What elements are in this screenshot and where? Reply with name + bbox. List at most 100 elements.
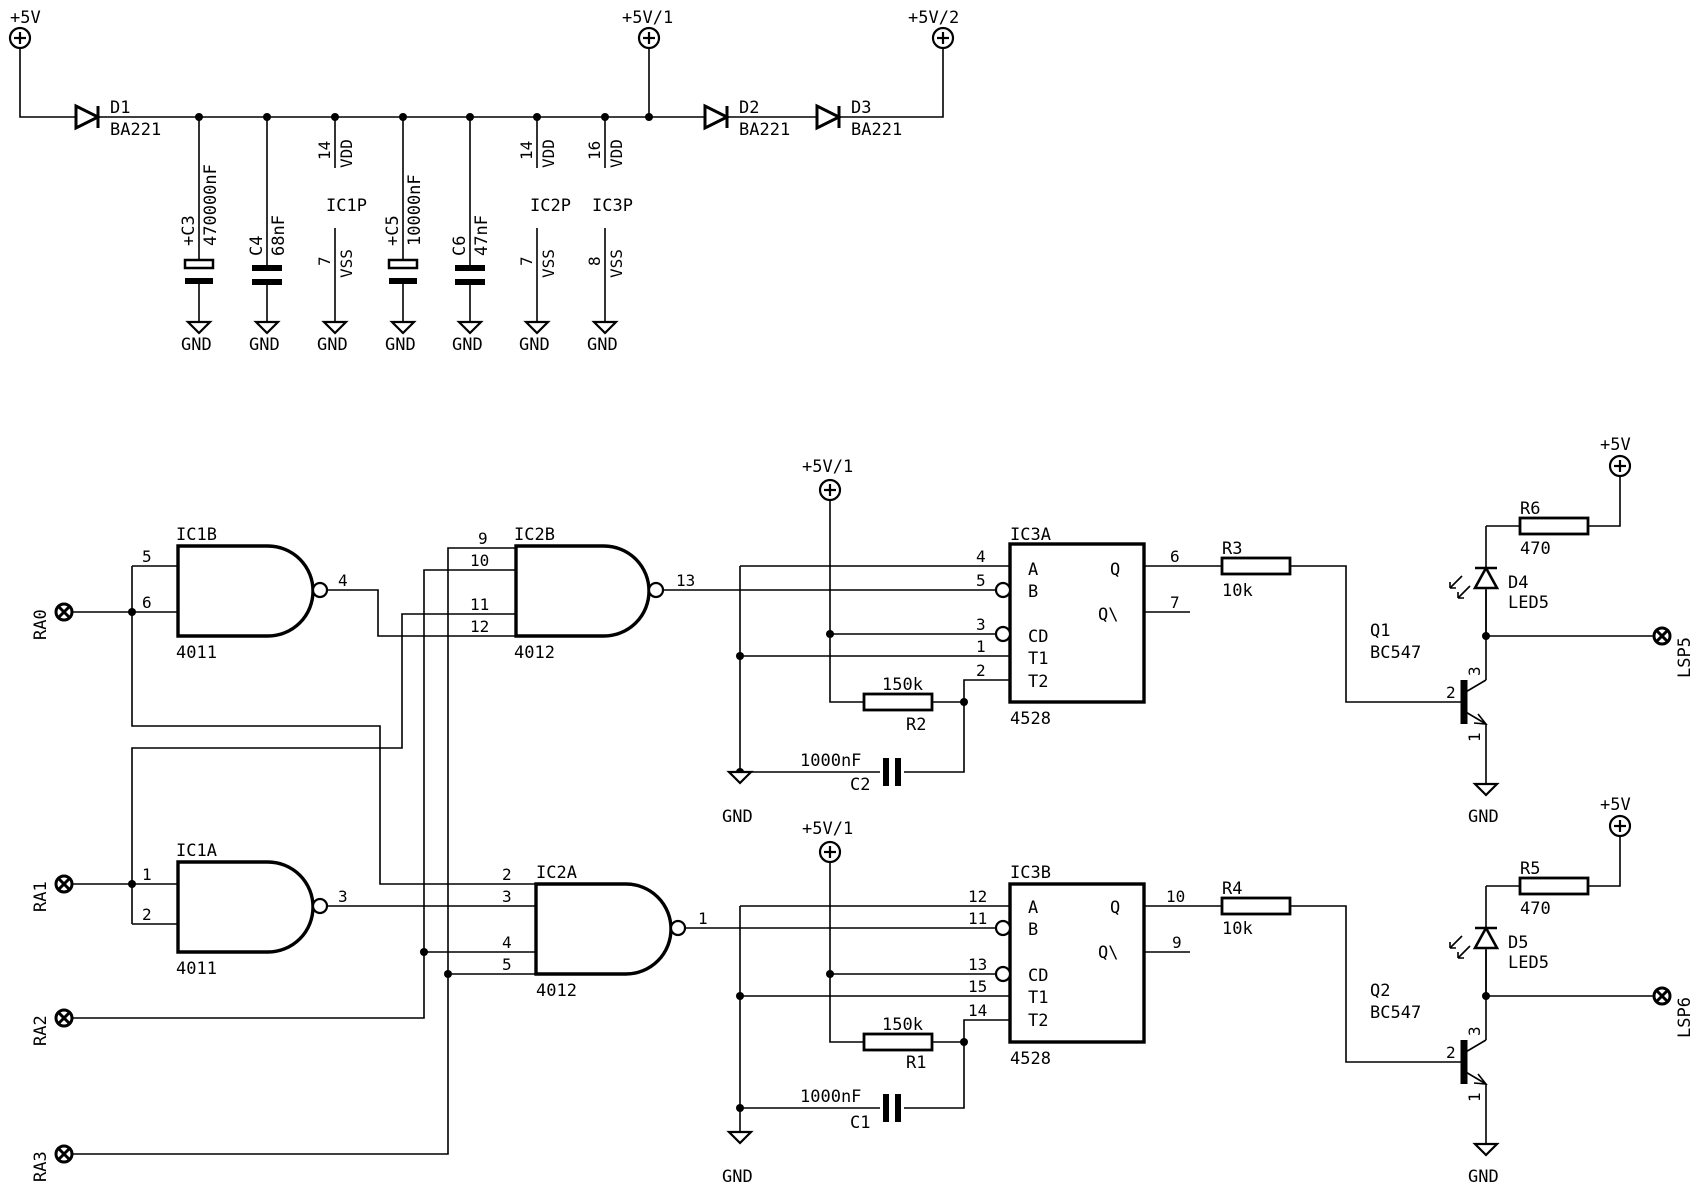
pin-number: 9 xyxy=(478,529,488,548)
terminal-ra0: RA0 xyxy=(31,602,74,640)
part-ref: C4 xyxy=(247,236,267,256)
pin-number: 2 xyxy=(502,865,512,884)
pin-name: VDD xyxy=(607,139,626,168)
gate-ic1a: IC1A 4011 1 2 3 xyxy=(142,841,348,979)
pin-name: B xyxy=(1028,920,1038,940)
terminal-label: LSP6 xyxy=(1675,997,1695,1038)
gate-ic2b: IC2B 4012 9 10 11 12 13 xyxy=(470,525,695,663)
pin-name: T1 xyxy=(1028,988,1048,1008)
gnd-label: GND xyxy=(452,335,483,355)
gate-part: 4012 xyxy=(514,643,555,663)
gnd-label: GND xyxy=(249,335,280,355)
terminal-label: RA2 xyxy=(31,1015,51,1046)
capacitor-c4: C4 68nF GND xyxy=(247,117,289,355)
ic-ref: IC3B xyxy=(1010,863,1051,883)
driver-q2: R4 10k Q2 BC547 2 3 1 GND D5 LED5 R5 470… xyxy=(1220,795,1695,1184)
ic1p-power-pins: 14 VDD IC1P 7 VSS GND xyxy=(315,117,367,355)
pin-number: 11 xyxy=(470,595,489,614)
rail-label: +5V/1 xyxy=(622,8,673,28)
ic2p-power-pins: 14 VDD IC2P 7 VSS GND xyxy=(517,117,571,355)
pin-number: 2 xyxy=(1446,1043,1456,1062)
gnd-label: GND xyxy=(1468,807,1499,827)
capacitor-c5: +C5 10000nF GND xyxy=(383,117,425,355)
monostable-ic3a: +5V/1 150k R2 1000nF C2 GND IC3A 4528 A … xyxy=(663,457,1222,827)
resistor-ref: R1 xyxy=(906,1053,926,1073)
part-ref: +C5 xyxy=(383,215,403,246)
pin-number: 10 xyxy=(470,551,489,570)
pin-number: 11 xyxy=(968,909,987,928)
gate-part: 4012 xyxy=(536,981,577,1001)
pin-number: 7 xyxy=(1170,593,1180,612)
pin-number: 4 xyxy=(502,933,512,952)
part-ref: D2 xyxy=(739,98,759,118)
resistor-value: 150k xyxy=(882,675,923,695)
pin-number: 5 xyxy=(976,571,986,590)
ic3p-power-pins: 16 VDD IC3P 8 VSS GND xyxy=(585,117,633,355)
resistor-ref: R3 xyxy=(1222,539,1242,559)
transistor-ref: Q1 xyxy=(1370,621,1390,641)
pin-number: 13 xyxy=(676,571,695,590)
gate-ref: IC2A xyxy=(536,863,577,883)
gate-ref: IC2B xyxy=(514,525,555,545)
pin-number: 1 xyxy=(1465,1092,1484,1102)
part-ref: IC2P xyxy=(530,196,571,216)
gnd-label: GND xyxy=(181,335,212,355)
gate-ic2a: IC2A 4012 2 3 4 5 1 xyxy=(502,863,708,1001)
part-ref: IC3P xyxy=(592,196,633,216)
led-ref: D5 xyxy=(1508,933,1528,953)
gate-ref: IC1A xyxy=(176,841,217,861)
cap-ref: C1 xyxy=(850,1113,870,1133)
part-value: 10000nF xyxy=(405,174,425,246)
pin-number: 5 xyxy=(142,547,152,566)
part-value: 68nF xyxy=(269,215,289,256)
cap-ref: C2 xyxy=(850,775,870,795)
capacitor-c6: C6 47nF GND xyxy=(450,117,492,355)
rail-label: +5V xyxy=(1600,795,1631,815)
pin-number: 4 xyxy=(976,547,986,566)
transistor-part: BC547 xyxy=(1370,643,1421,663)
rail-label: +5V xyxy=(10,8,41,28)
pin-name: Q\ xyxy=(1098,605,1118,625)
pin-name: VDD xyxy=(337,139,356,168)
input-terminals: RA0 RA1 RA2 RA3 xyxy=(31,602,74,1182)
diode-d1: D1 BA221 xyxy=(74,98,161,140)
pin-name: Q xyxy=(1110,560,1120,580)
ic-part: 4528 xyxy=(1010,709,1051,729)
pin-name: VDD xyxy=(539,139,558,168)
rail-label: +5V/1 xyxy=(802,457,853,477)
pin-name: A xyxy=(1028,560,1038,580)
part-ref: D1 xyxy=(110,98,130,118)
logic-wiring xyxy=(72,547,536,1155)
pin-name: T1 xyxy=(1028,649,1048,669)
led-part: LED5 xyxy=(1508,593,1549,613)
power-symbol-5v: +5V xyxy=(8,8,41,50)
pin-number: 2 xyxy=(976,661,986,680)
rail-label: +5V/1 xyxy=(802,819,853,839)
resistor-ref: R5 xyxy=(1520,859,1540,879)
pin-number: 6 xyxy=(142,593,152,612)
ic-part: 4528 xyxy=(1010,1049,1051,1069)
pin-number: 2 xyxy=(142,905,152,924)
part-value: BA221 xyxy=(739,120,790,140)
part-ref: D3 xyxy=(851,98,871,118)
gate-part: 4011 xyxy=(176,959,217,979)
pin-name: CD xyxy=(1028,627,1048,647)
resistor-value: 470 xyxy=(1520,539,1551,559)
diode-d3: D3 BA221 xyxy=(815,98,902,140)
pin-name: VSS xyxy=(607,249,626,278)
terminal-label: RA0 xyxy=(31,609,51,640)
pin-number: 1 xyxy=(1465,732,1484,742)
pin-name: T2 xyxy=(1028,672,1048,692)
pin-number: 6 xyxy=(1170,547,1180,566)
terminal-ra2: RA2 xyxy=(31,1008,74,1046)
rail-junctions xyxy=(195,113,653,121)
terminal-ra3: RA3 xyxy=(31,1144,74,1182)
led-part: LED5 xyxy=(1508,953,1549,973)
power-symbol-5v-2: +5V/2 xyxy=(908,8,959,50)
pin-number: 1 xyxy=(698,909,708,928)
pin-number: 7 xyxy=(517,256,536,266)
power-section: +5V +5V/1 +5V/2 D1 BA221 D2 BA221 D3 BA2 xyxy=(8,8,959,355)
transistor-part: BC547 xyxy=(1370,1003,1421,1023)
pin-number: 10 xyxy=(1166,887,1185,906)
